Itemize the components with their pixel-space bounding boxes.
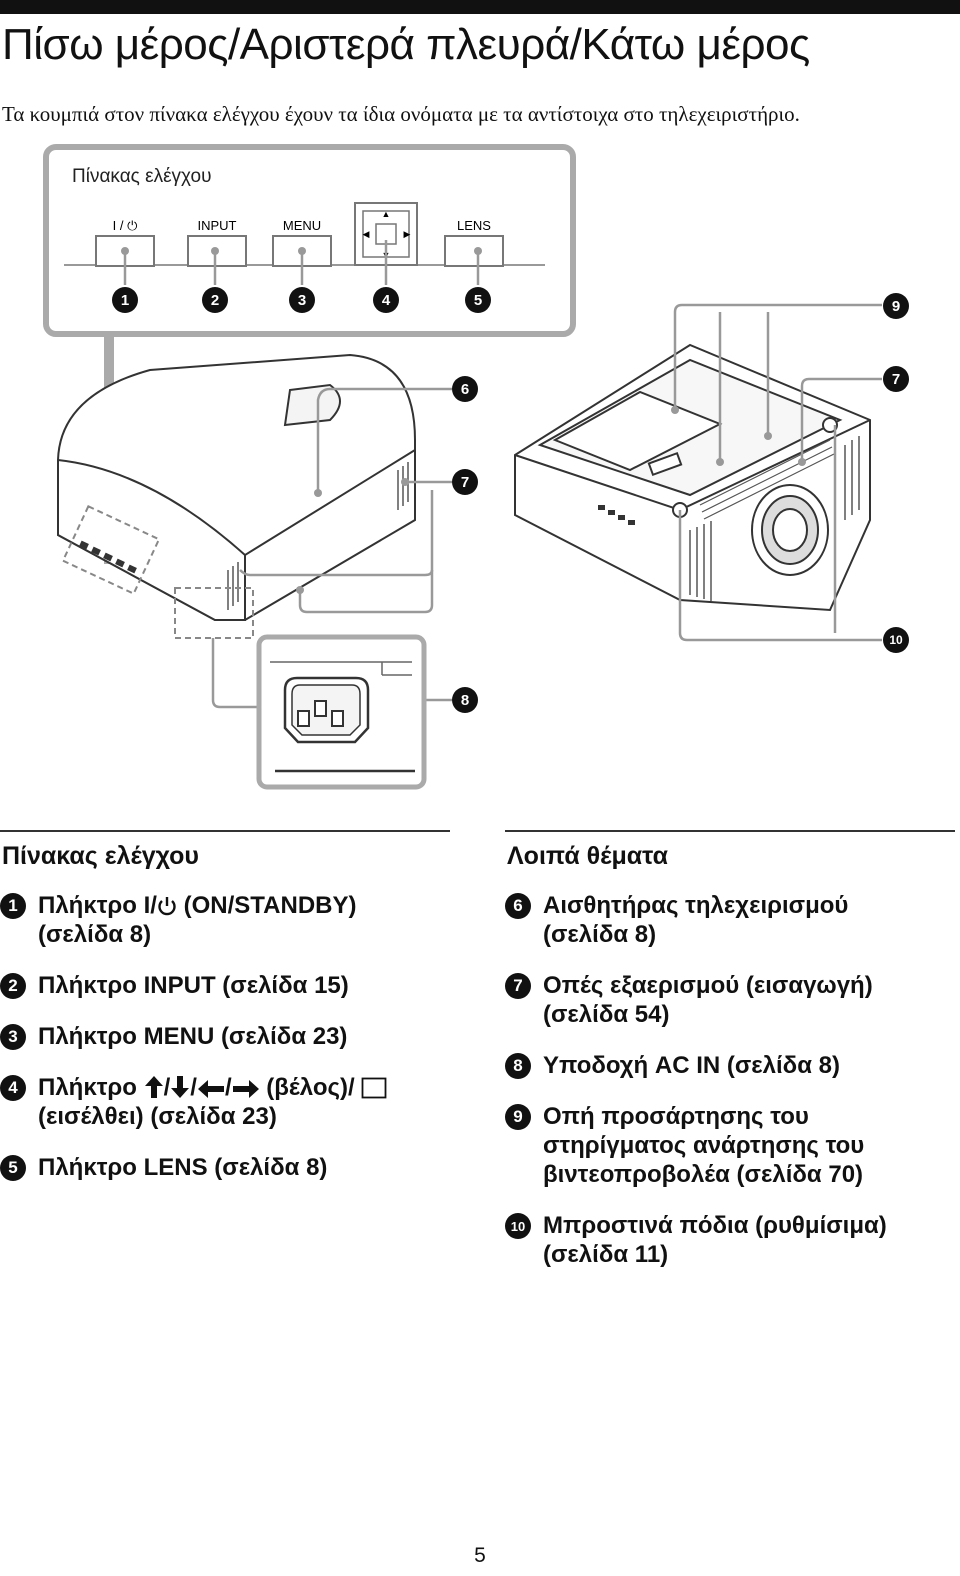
ac-in-detail — [256, 634, 427, 790]
svg-text:3: 3 — [298, 292, 306, 309]
item-number: 4 — [0, 1075, 26, 1101]
svg-text:2: 2 — [211, 292, 219, 309]
callout-3: 3 — [289, 287, 315, 313]
list-item: 2 Πλήκτρο INPUT (σελίδα 15) — [0, 971, 450, 1000]
callout-9: 9 — [883, 293, 909, 319]
lens-label: LENS — [457, 218, 491, 233]
svg-text:7: 7 — [892, 371, 900, 388]
svg-text:▲: ▲ — [382, 209, 391, 219]
callout-7-left: 7 — [452, 469, 478, 495]
enter-key-icon — [361, 1077, 387, 1099]
callout-1: 1 — [112, 287, 138, 313]
section-rule — [0, 830, 450, 832]
callout-5: 5 — [465, 287, 491, 313]
callout-10: 10 — [883, 627, 909, 653]
callout-7-right: 7 — [883, 366, 909, 392]
svg-text:4: 4 — [382, 292, 391, 309]
page-title: Πίσω μέρος/Αριστερά πλευρά/Κάτω μέρος — [2, 20, 810, 69]
section-rule — [505, 830, 955, 832]
svg-text:9: 9 — [892, 298, 900, 315]
item-number: 5 — [0, 1155, 26, 1181]
list-item: 4 Πλήκτρο /// (βέλος)/ (εισέλθει) (σελίδ… — [0, 1073, 450, 1131]
arrow-up-icon — [144, 1076, 163, 1098]
item-number: 2 — [0, 973, 26, 999]
callout-2: 2 — [202, 287, 228, 313]
item-number: 7 — [505, 973, 531, 999]
list-item: 6 Αισθητήρας τηλεχειρισμού(σελίδα 8) — [505, 891, 955, 949]
item-number: 6 — [505, 893, 531, 919]
panel-title: Πίνακας ελέγχου — [72, 166, 211, 187]
list-item: 1 Πλήκτρο I/ (ON/STANDBY) (σελίδα 8) — [0, 891, 450, 949]
list-item: 3 Πλήκτρο MENU (σελίδα 23) — [0, 1022, 450, 1051]
item-number: 9 — [505, 1104, 531, 1130]
list-item: 10 Μπροστινά πόδια (ρυθμίσιμα)(σελίδα 11… — [505, 1211, 955, 1269]
arrow-right-icon — [232, 1080, 259, 1098]
projector-left-view — [57, 353, 416, 639]
other-items-section: Λοιπά θέματα 6 Αισθητήρας τηλεχειρισμού(… — [505, 830, 955, 1291]
svg-text:▶: ▶ — [404, 229, 411, 239]
panel-button-input: INPUT — [187, 218, 247, 267]
svg-text:8: 8 — [461, 692, 469, 709]
projector-bottom-view — [514, 343, 871, 612]
svg-text:1: 1 — [121, 292, 129, 309]
power-icon — [158, 897, 176, 916]
svg-text:10: 10 — [889, 633, 903, 647]
item-number: 8 — [505, 1053, 531, 1079]
callout-8: 8 — [452, 687, 478, 713]
menu-label: MENU — [283, 218, 321, 233]
section-heading: Λοιπά θέματα — [507, 842, 668, 870]
list-item: 8 Υποδοχή AC IN (σελίδα 8) — [505, 1051, 955, 1080]
arrow-down-icon — [171, 1076, 190, 1098]
section-heading: Πίνακας ελέγχου — [2, 842, 199, 870]
projector-diagram: Πίνακας ελέγχου I / ⏻ INPUT MENU ▲ ▼ ◀ ▶… — [43, 144, 909, 790]
callout-4: 4 — [373, 287, 399, 313]
svg-text:◀: ◀ — [363, 229, 370, 239]
callout-6: 6 — [452, 376, 478, 402]
svg-text:5: 5 — [474, 292, 482, 309]
item-number: 10 — [505, 1213, 531, 1239]
input-label: INPUT — [198, 218, 237, 233]
power-label: I / ⏻ — [113, 218, 138, 233]
top-rule — [0, 0, 960, 14]
arrow-left-icon — [197, 1080, 224, 1098]
svg-text:7: 7 — [461, 474, 469, 491]
intro-text: Τα κουμπιά στον πίνακα ελέγχου έχουν τα … — [2, 102, 800, 126]
item-number: 1 — [0, 893, 26, 919]
page-number: 5 — [474, 1544, 486, 1567]
svg-text:6: 6 — [461, 381, 469, 398]
list-item: 5 Πλήκτρο LENS (σελίδα 8) — [0, 1153, 450, 1182]
list-item: 7 Οπές εξαερισμού (εισαγωγή)(σελίδα 54) — [505, 971, 955, 1029]
item-number: 3 — [0, 1024, 26, 1050]
control-panel-section: Πίνακας ελέγχου 1 Πλήκτρο I/ (ON/STANDBY… — [0, 830, 450, 1204]
